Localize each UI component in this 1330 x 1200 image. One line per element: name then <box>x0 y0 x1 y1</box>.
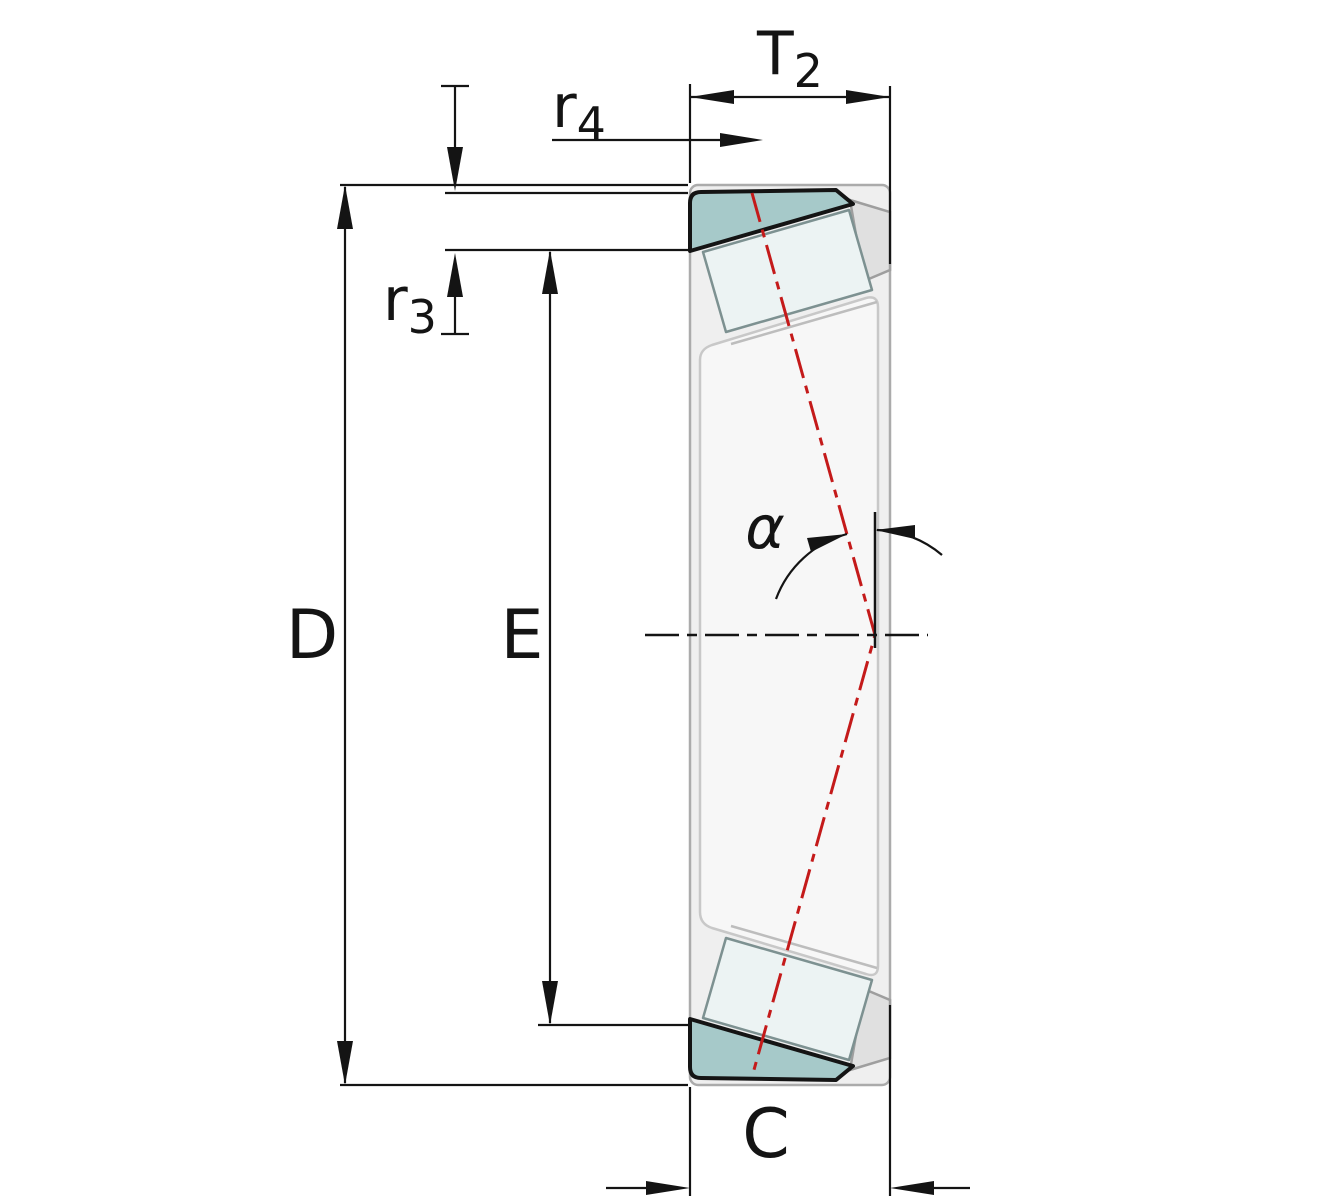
arrow-t2-right <box>846 90 890 104</box>
arrow-d-top <box>337 185 353 229</box>
arrow-c-right <box>890 1181 934 1195</box>
dim-line-r3-vertical <box>441 296 469 336</box>
outer-ring-section-bottom <box>688 1017 855 1082</box>
arrow-e-top <box>542 250 558 294</box>
outer-ring-section-top <box>688 188 855 253</box>
dimension-label-alpha: α <box>745 493 785 563</box>
cage-line-top <box>730 300 878 346</box>
cage-line-bottom <box>730 924 878 970</box>
dimension-label-r3: r3 <box>383 265 437 344</box>
dim-line-r4-vertical <box>441 84 469 147</box>
dimension-label-d: D <box>286 596 338 675</box>
contact-angle-arrow-left <box>807 534 847 552</box>
arrow-c-left <box>646 1181 690 1195</box>
arrow-r4-down <box>447 147 463 191</box>
arrow-t2-left <box>690 90 734 104</box>
dimension-label-r4: r4 <box>552 72 606 151</box>
roller-top <box>701 208 874 334</box>
dimension-label-e: E <box>501 596 544 675</box>
contact-angle-arrow-right <box>875 525 915 539</box>
dimension-label-c: C <box>742 1095 789 1174</box>
arrow-r4-right <box>720 133 763 147</box>
roller-bottom <box>701 936 874 1062</box>
arrow-d-bottom <box>337 1041 353 1085</box>
dimension-label-t2: T2 <box>756 19 823 98</box>
extension-lines <box>340 84 892 1196</box>
arrow-e-bottom <box>542 981 558 1025</box>
arrow-r3-up <box>447 253 463 297</box>
